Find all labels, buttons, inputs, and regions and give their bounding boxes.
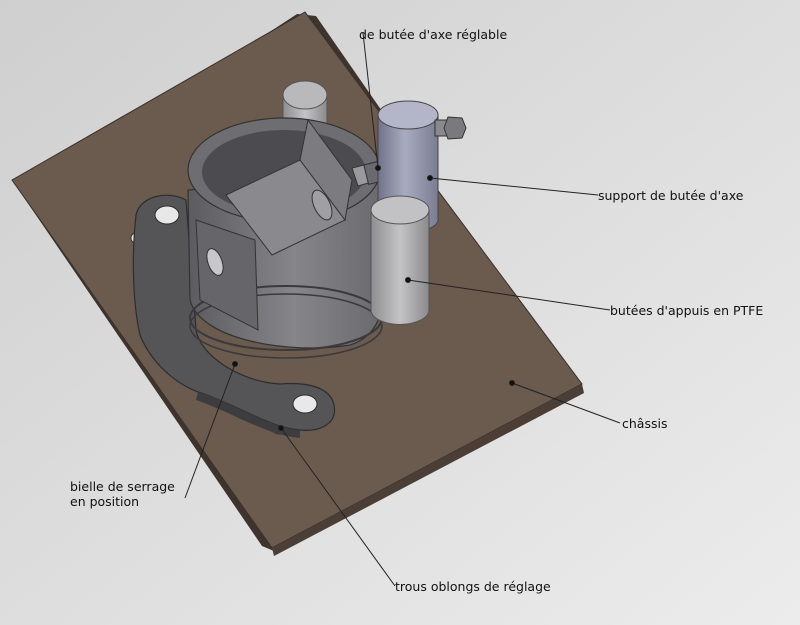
label-slotted-holes: trous oblongs de réglage [395,579,551,594]
leader-axis-stop [362,32,379,169]
leader-ptfe-stops [407,279,611,311]
leader-dot-clamp-rod [232,361,238,367]
leader-axis-stop-support [429,177,599,196]
leader-slotted-holes [280,427,396,587]
clamp-rod [132,194,336,438]
leader-dot-ptfe-stops [405,277,411,283]
leader-chassis [511,382,621,424]
label-chassis: châssis [622,416,668,431]
leader-dot-axis-stop [375,165,381,171]
cup-body [187,117,383,359]
ptfe-stop-front [370,195,430,325]
label-clamp-rod-line1: bielle de serrage [70,479,175,494]
leader-clamp-rod [184,363,236,499]
leader-dot-slotted-holes [278,425,284,431]
label-clamp-rod-line2: en position [70,494,140,509]
leader-dot-chassis [509,380,515,386]
label-axis-stop-support: support de butée d'axe [598,188,744,203]
label-ptfe-stops: butées d'appuis en PTFE [610,303,764,318]
leader-dot-axis-stop-support [427,175,433,181]
label-axis-stop: de butée d'axe réglable [359,27,508,42]
leader-lines [184,32,621,587]
